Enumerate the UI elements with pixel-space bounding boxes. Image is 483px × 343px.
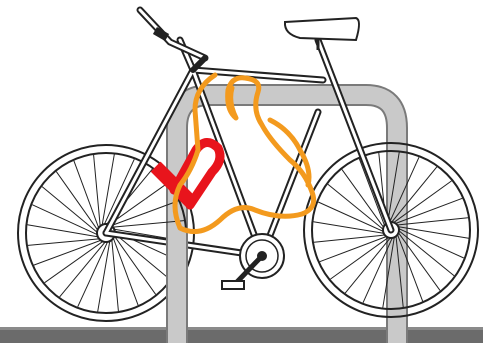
spoke	[78, 241, 108, 307]
spoke	[32, 205, 98, 235]
ground-highlight	[0, 327, 483, 330]
spoke	[45, 241, 104, 283]
spoke	[320, 236, 388, 262]
spoke	[330, 237, 389, 279]
spoke	[60, 241, 106, 297]
spoke	[318, 202, 384, 232]
spoke	[345, 237, 391, 293]
spoke	[114, 235, 156, 294]
handlebars	[140, 10, 205, 70]
spoke	[42, 187, 98, 233]
spoke	[359, 159, 385, 227]
spoke	[56, 172, 98, 231]
